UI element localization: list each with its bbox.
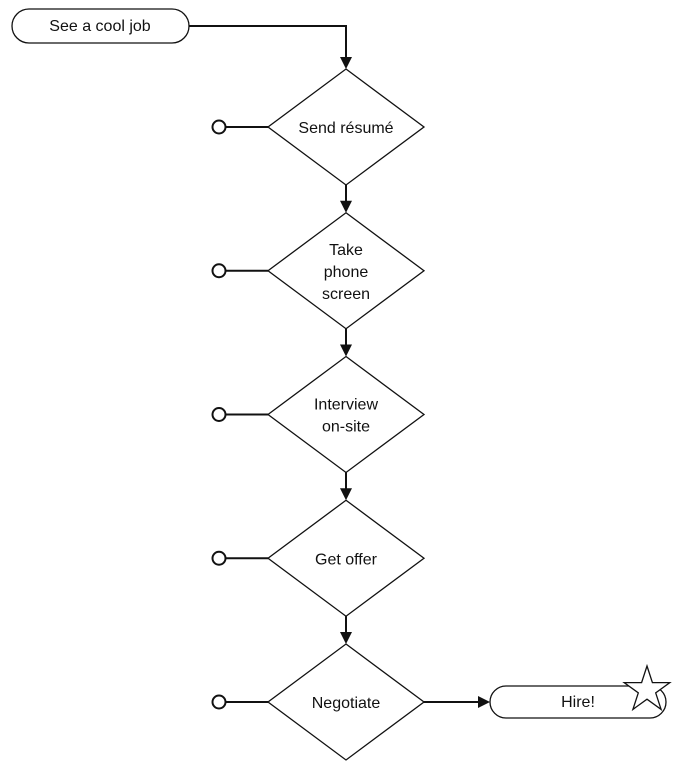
end-terminal-label: Hire! xyxy=(561,694,595,711)
start-terminal: See a cool job xyxy=(11,8,190,44)
connector-start-to-send-resume xyxy=(189,25,347,60)
step-arrowhead xyxy=(340,632,352,644)
step-arrowhead xyxy=(340,200,352,213)
decision-label-line: Take xyxy=(329,242,363,259)
decision-label-line: Send résumé xyxy=(298,120,393,137)
arrowhead-hire xyxy=(478,696,490,708)
decision-label-line: Get offer xyxy=(315,551,378,568)
decision-diamond xyxy=(266,355,426,474)
end-terminal: Hire! xyxy=(489,663,672,719)
exit-circle xyxy=(211,407,227,422)
decision-step: Take phone screen xyxy=(211,211,426,357)
step-arrowhead xyxy=(340,488,352,501)
exit-circle xyxy=(211,694,227,710)
step-arrowhead xyxy=(340,344,352,357)
exit-circle xyxy=(211,119,227,135)
decision-label-line: Negotiate xyxy=(312,695,381,712)
decision-step: Send résumé xyxy=(211,68,426,213)
decision-step: Get offer xyxy=(211,499,426,644)
decision-diamond xyxy=(266,643,426,761)
star-icon xyxy=(622,663,672,712)
decision-label-line: screen xyxy=(322,286,370,303)
decision-label-line: Interview xyxy=(314,397,378,414)
decision-step: Negotiate xyxy=(211,643,426,761)
decision-label-line: phone xyxy=(324,264,369,281)
exit-circle xyxy=(211,550,227,566)
arrowhead-send-resume xyxy=(340,57,352,69)
exit-circle xyxy=(211,263,227,279)
start-terminal-label: See a cool job xyxy=(49,18,151,35)
decision-label-line: on-site xyxy=(322,419,370,436)
decision-step: Interview on-site xyxy=(211,355,426,501)
end-terminal-shape xyxy=(489,685,667,719)
